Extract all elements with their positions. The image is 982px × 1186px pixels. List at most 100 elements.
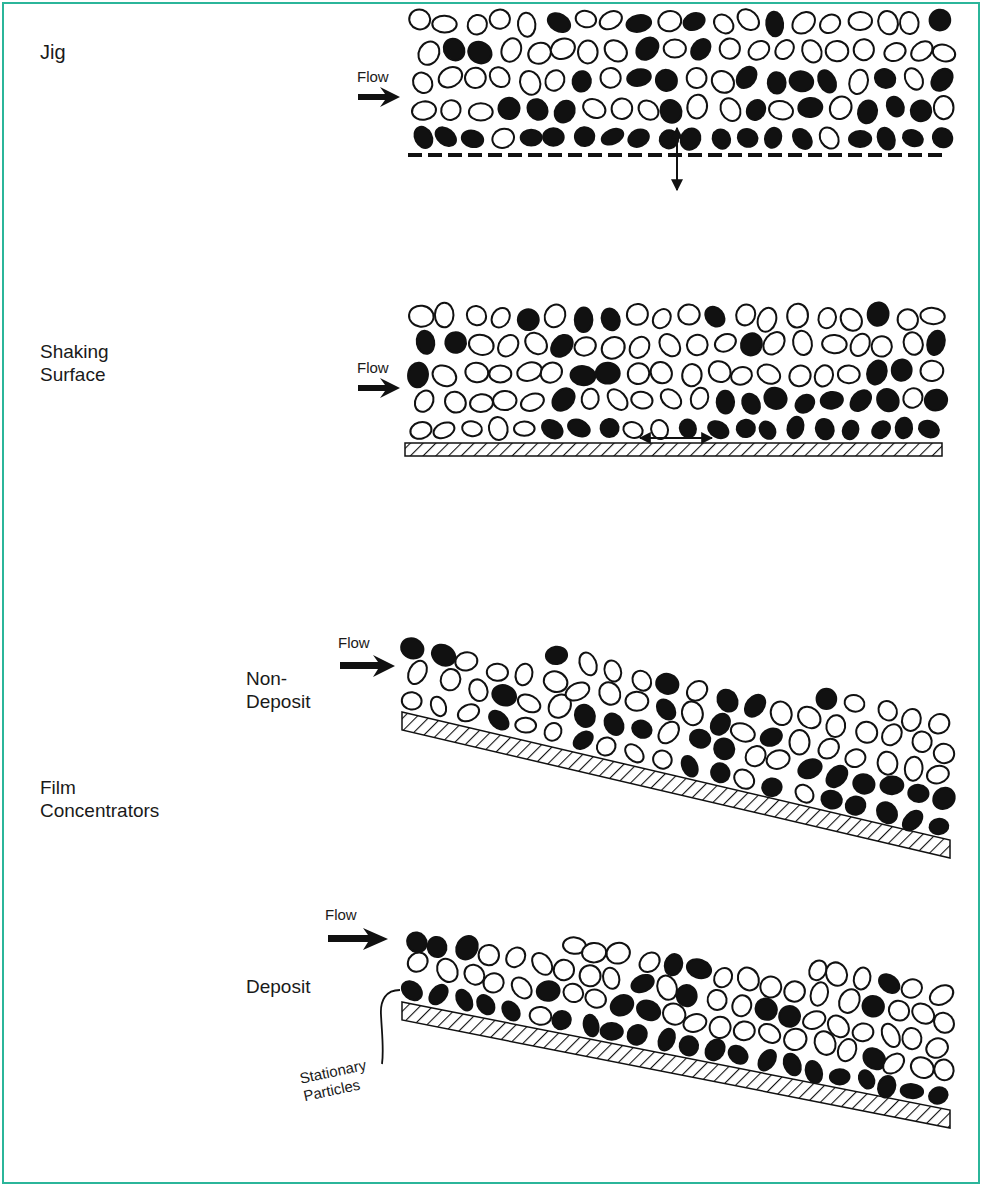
particle [751, 994, 781, 1024]
particle [570, 728, 596, 753]
particle [583, 986, 609, 1011]
particle [816, 306, 838, 330]
particle [454, 650, 479, 672]
particle [733, 5, 763, 34]
particle [705, 357, 735, 386]
particle [688, 727, 712, 749]
particle [830, 1069, 850, 1085]
particle [515, 717, 537, 733]
particle [600, 67, 622, 88]
particle [548, 384, 579, 415]
particle [576, 650, 600, 678]
particle [461, 420, 483, 438]
particle [901, 330, 926, 358]
particle [825, 40, 849, 62]
particle [916, 418, 941, 440]
particle [825, 92, 855, 123]
particle [469, 103, 493, 120]
particle [824, 1011, 854, 1041]
particle [629, 667, 655, 694]
particle [634, 997, 664, 1024]
particle [626, 126, 652, 150]
particle [780, 1051, 804, 1078]
particle [790, 730, 810, 754]
particle [675, 984, 698, 1008]
particle [852, 717, 882, 747]
particle [882, 40, 909, 64]
particle [489, 682, 519, 709]
particle [929, 784, 959, 814]
particle [493, 391, 517, 411]
particle [550, 956, 579, 985]
particle [488, 304, 514, 331]
particle [467, 332, 496, 358]
particle [547, 331, 577, 362]
particle [463, 65, 488, 90]
particle [429, 361, 460, 390]
particle [460, 128, 485, 149]
particle [563, 679, 592, 704]
particle [885, 997, 913, 1025]
particle [521, 130, 542, 146]
particle [821, 334, 847, 354]
particle [653, 696, 679, 723]
particle [596, 363, 620, 384]
particle [815, 67, 840, 95]
particle [597, 7, 625, 32]
flow-arrow [328, 928, 388, 950]
particle [758, 974, 785, 1001]
motion-arrow [640, 437, 712, 439]
particle [438, 667, 463, 693]
particle [428, 641, 459, 670]
particle [523, 95, 551, 124]
particle [599, 306, 623, 333]
particle [768, 699, 795, 728]
particle [843, 747, 868, 770]
particle [453, 987, 476, 1013]
particle [574, 9, 598, 29]
particle [542, 67, 568, 94]
particle [411, 124, 436, 151]
particles [398, 5, 959, 1106]
particle [681, 1012, 708, 1035]
section-label: Non- Deposit [246, 667, 331, 713]
particle [541, 720, 565, 744]
particle [502, 944, 529, 971]
particle [464, 361, 490, 384]
particle [679, 753, 701, 779]
flow-arrow [340, 655, 395, 677]
particle [925, 710, 953, 737]
particle [706, 989, 728, 1012]
particle [711, 735, 738, 762]
flow-label: Flow [357, 359, 417, 377]
particle [788, 69, 815, 93]
particle [681, 10, 707, 33]
particle [490, 126, 517, 151]
particle [873, 385, 903, 416]
particle [595, 678, 624, 708]
particle [929, 124, 956, 151]
particle [907, 784, 929, 803]
particle [414, 38, 443, 69]
inclined-plate [402, 712, 950, 858]
particle [835, 986, 864, 1017]
flow-label: Flow [338, 634, 398, 652]
particle [599, 126, 625, 148]
particle [464, 38, 495, 68]
particle [650, 747, 675, 772]
particle [679, 1035, 699, 1056]
particle [728, 720, 757, 745]
particle [864, 358, 890, 387]
particle [652, 66, 682, 96]
particle [894, 305, 922, 333]
flow-label: Flow [357, 68, 417, 86]
particle [515, 359, 544, 383]
particle [485, 707, 512, 733]
particle [624, 1021, 651, 1048]
particle [622, 741, 647, 766]
particle [657, 97, 685, 127]
particle [702, 1036, 729, 1064]
particle [899, 807, 926, 834]
particle [655, 1026, 677, 1052]
